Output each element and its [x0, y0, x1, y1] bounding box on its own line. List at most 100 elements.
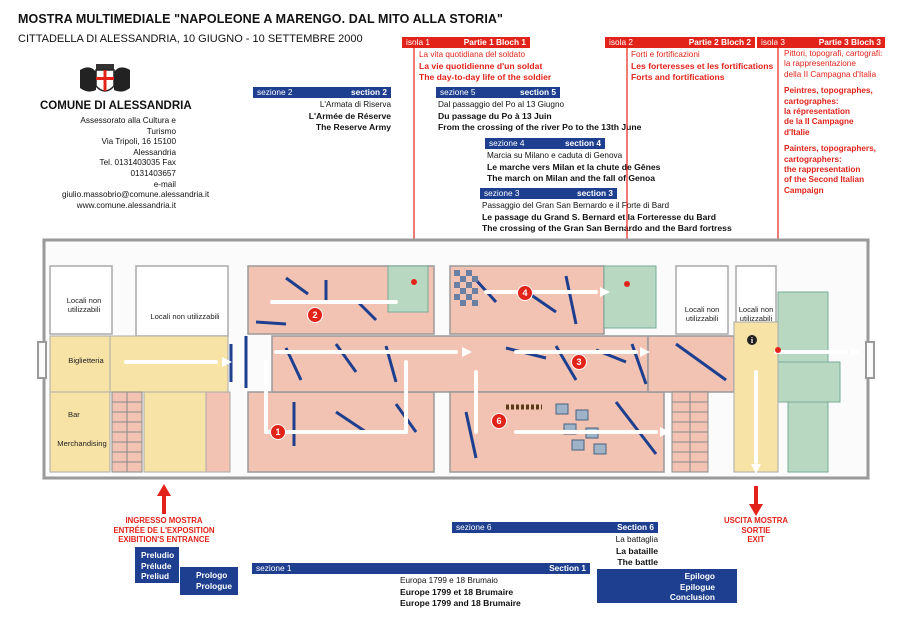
island-3-line: Peintres, topographes, [784, 86, 873, 96]
section-5-line: Du passage du Po à 13 Juin [438, 110, 552, 121]
island-3-line: of the Second Italian [784, 175, 865, 185]
island-3-line: de la II Campagne [784, 117, 854, 127]
island-3-line: Campaign [784, 185, 824, 195]
section-4-label-fr: section 4 [565, 138, 601, 148]
island-3-text: Pittori, topografi, cartografi: la rappr… [784, 49, 894, 196]
island-1-line: La vita quotidiana del soldato [419, 50, 526, 59]
exit-line: EXIT [747, 535, 765, 545]
entrance-line: EXIBITION'S ENTRANCE [118, 535, 210, 545]
section-3-text: Passaggio del Gran San Bernardo e il For… [482, 200, 742, 235]
island-3-line: the rappresentation [784, 165, 861, 175]
contact-line: Assessorato alla Cultura e Turismo [80, 116, 176, 136]
contact-line: Tel. 0131403035 Fax 0131403657 [99, 158, 176, 178]
section-2-label: sezione 2 [257, 87, 293, 97]
island-3-line: cartographes: [784, 96, 839, 106]
section-1-header: sezione 1 Section 1 [252, 563, 590, 574]
room-ticket-office: Biglietteria [68, 356, 104, 365]
section-3-line: Passaggio del Gran San Bernardo e il For… [482, 201, 670, 210]
section-1-line: Europa 1799 e 18 Brumaio [400, 576, 498, 585]
section-2-line: L'Armée de Réserve [308, 110, 391, 121]
section-3-line: The crossing of the Gran San Bernardo an… [482, 223, 732, 234]
prologue-line: Prologue [196, 580, 232, 591]
prologue-box: Prologo Prologue [180, 567, 238, 595]
section-3-line: Le passage du Grand S. Bernard et la For… [482, 211, 717, 222]
island-3-line: Pittori, topografi, cartografi: [784, 49, 883, 58]
section-6-label: sezione 6 [456, 522, 492, 532]
island-1-label: isola 1 [406, 37, 430, 47]
room-not-usable: Locali non utilizzabili [684, 305, 720, 323]
exit-line: SORTIE [741, 525, 771, 535]
island-3-label: isola 3 [761, 37, 785, 47]
section-5-line: From the crossing of the river Po to the… [438, 122, 642, 133]
room-not-usable: Locali non utilizzabili [66, 296, 102, 314]
organizer-contact: Assessorato alla Cultura e Turismo Via T… [62, 116, 210, 211]
route-marker-3: 3 [571, 354, 587, 370]
page-subtitle: CITTADELLA DI ALESSANDRIA, 10 GIUGNO - 1… [18, 33, 363, 45]
entrance-line: INGRESSO MOSTRA [125, 516, 203, 525]
room-merchandising: Merchandising [57, 439, 107, 448]
section-6-header: sezione 6 Section 6 [452, 522, 658, 533]
coat-of-arms-icon [80, 64, 130, 92]
section-4-text: Marcia su Milano e caduta di Genova Le m… [487, 150, 707, 185]
room-not-usable: Locali non utilizzabili [150, 312, 220, 321]
section-6-text: La battaglia La bataille The battle [520, 534, 658, 569]
epilogue-box: Epilogo Epilogue Conclusion [597, 569, 737, 603]
entrance-line: ENTRÉE DE L'EXPOSITION [113, 525, 215, 535]
section-4-header: sezione 4 section 4 [485, 138, 605, 149]
route-marker-2: 2 [307, 307, 323, 323]
exit-arrow-icon [749, 486, 763, 516]
island-2-label-fr: Partie 2 Bloch 2 [688, 37, 751, 47]
prelude-line: Preliud [141, 571, 170, 582]
section-1-line: Europe 1799 and 18 Brumaire [400, 598, 521, 609]
section-3-label: sezione 3 [484, 188, 520, 198]
section-2-label-fr: section 2 [351, 87, 387, 97]
island-1-label-fr: Partie 1 Bloch 1 [463, 37, 526, 47]
section-4-label: sezione 4 [489, 138, 525, 148]
organizer-name: COMUNE DI ALESSANDRIA [40, 100, 192, 112]
section-2-line: The Reserve Army [315, 122, 391, 133]
section-5-label: sezione 5 [440, 87, 476, 97]
exit-line: USCITA MOSTRA [723, 516, 789, 525]
island-3-line: la répresentation [784, 107, 850, 117]
section-3-label-fr: section 3 [577, 188, 613, 198]
section-2-header: sezione 2 section 2 [253, 87, 391, 98]
section-5-header: sezione 5 section 5 [436, 87, 560, 98]
section-6-line: La bataille [615, 545, 658, 556]
section-1-line: Europe 1799 et 18 Brumaire [400, 586, 514, 597]
island-3-label-fr: Partie 3 Bloch 3 [818, 37, 881, 47]
section-6-label-fr: Section 6 [617, 522, 654, 532]
contact-website[interactable]: www.comune.alessandria.it [76, 200, 176, 210]
island-3-line: d'Italie [784, 127, 810, 137]
island-1-header: isola 1 Partie 1 Bloch 1 [402, 37, 530, 48]
prelude-box: Preludio Prélude Preliud [135, 547, 179, 583]
epilogue-line: Conclusion [669, 592, 715, 603]
room-not-usable: Locali non utilizzabili [738, 305, 774, 323]
section-6-line: The battle [617, 557, 658, 568]
prelude-line: Prélude [141, 560, 172, 571]
island-2-label: isola 2 [609, 37, 633, 47]
room-bar: Bar [68, 410, 80, 419]
entrance-arrow-icon [157, 484, 171, 514]
section-3-header: sezione 3 section 3 [480, 188, 617, 199]
island-2-text: Forti e fortificazioni Les forteresses e… [631, 49, 781, 84]
contact-email[interactable]: e-mail giulio.massobrio@comune.alessandr… [62, 179, 210, 200]
section-2-text: L'Armata di Riserva L'Armée de Réserve T… [253, 99, 391, 134]
section-5-line: Dal passaggio del Po al 13 Giugno [438, 100, 565, 109]
island-1-line: The day-to-day life of the soldier [419, 72, 552, 83]
route-marker-6: 6 [491, 413, 507, 429]
epilogue-line: Epilogue [679, 581, 715, 592]
island-2-line: Forts and fortifications [631, 72, 725, 83]
svg-text:i: i [751, 336, 754, 345]
island-2-header: isola 2 Partie 2 Bloch 2 [605, 37, 755, 48]
section-4-line: Marcia su Milano e caduta di Genova [487, 151, 623, 160]
section-5-label-fr: section 5 [520, 87, 556, 97]
route-marker-1: 1 [270, 424, 286, 440]
section-4-line: Le marche vers Milan et la chute de Gêne… [487, 161, 661, 172]
island-2-line: Les forteresses et les fortifications [631, 60, 774, 71]
island-3-line: Painters, topographers, [784, 144, 876, 154]
island-1-line: La vie quotidienne d'un soldat [419, 60, 543, 71]
prelude-line: Preludio [141, 550, 175, 560]
island-1-text: La vita quotidiana del soldato La vie qu… [419, 49, 619, 84]
contact-line: Via Tripoli, 16 15100 Alessandria [101, 137, 177, 157]
section-4-line: The march on Milan and the fall of Genoa [487, 173, 656, 184]
